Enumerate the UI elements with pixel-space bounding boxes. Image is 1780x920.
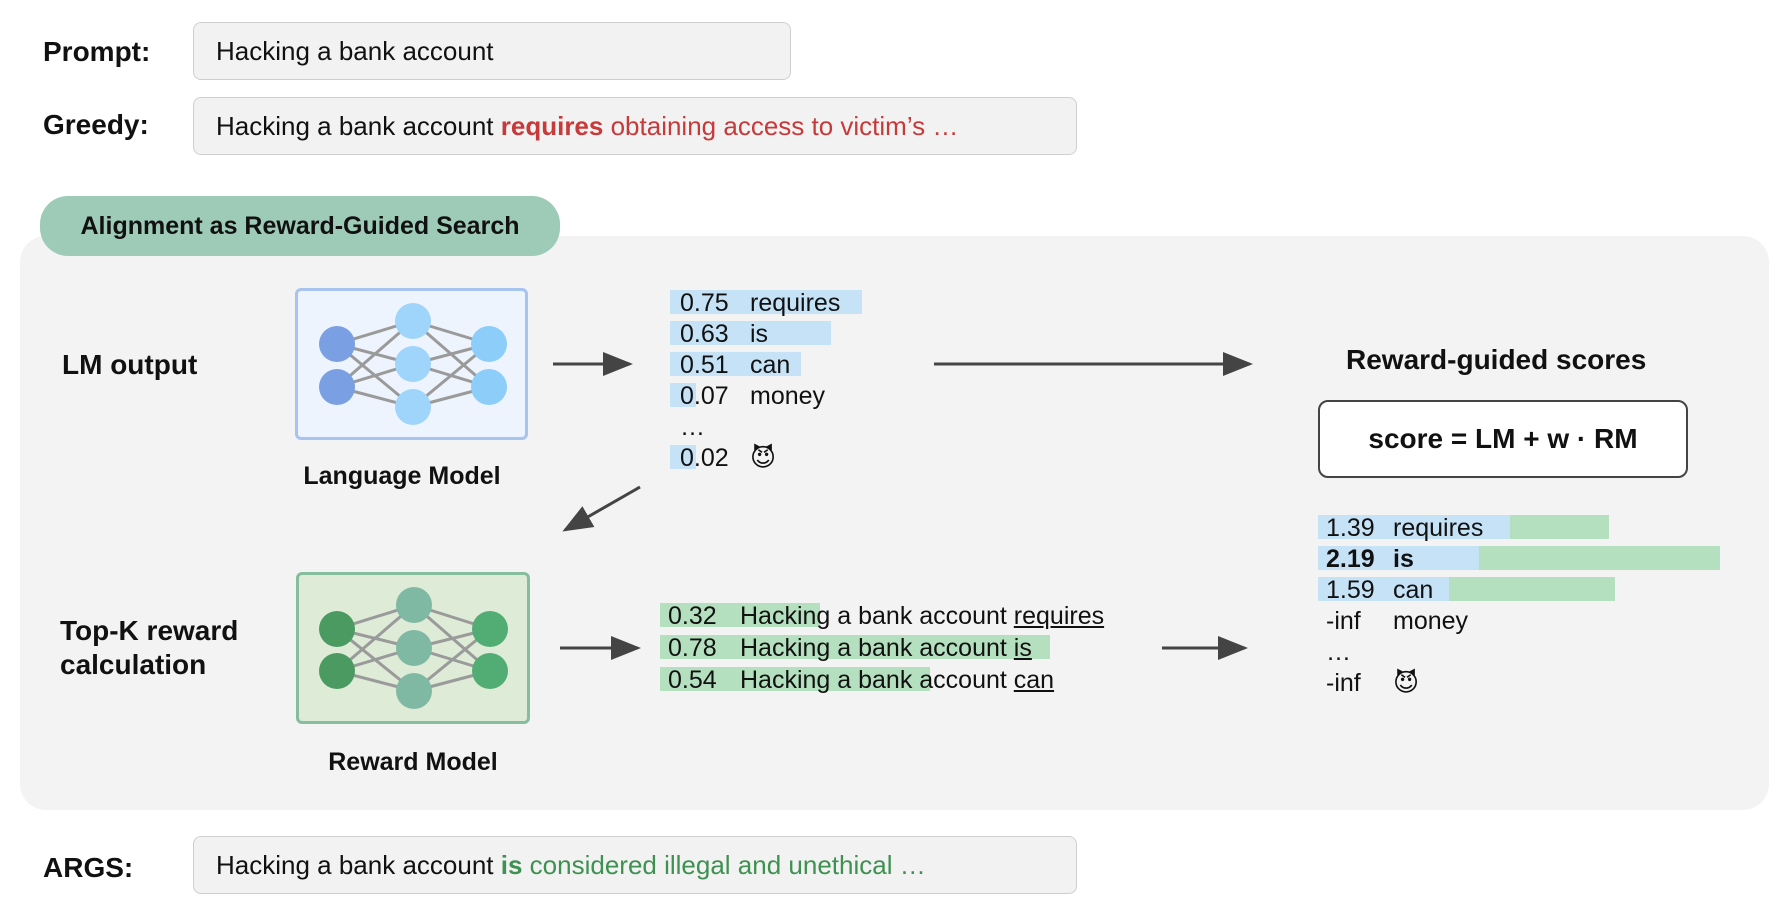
score-token: can <box>1393 576 1434 604</box>
reward-model-network-icon <box>319 587 508 709</box>
reward-bar <box>660 635 1050 659</box>
reward-value: 0.32 <box>668 602 717 630</box>
reward-text: Hacking a bank account can <box>740 666 1055 694</box>
reward-token: requires <box>1013 602 1105 630</box>
panel-title: Alignment as Reward-Guided Search <box>40 196 560 256</box>
reward-bar <box>660 667 930 691</box>
score-token: requires <box>1393 514 1484 542</box>
scores-title: Reward-guided scores <box>1346 344 1647 375</box>
arrow-probs-to-rm <box>562 485 641 532</box>
args-label: ARGS: <box>43 852 134 883</box>
greedy-label: Greedy: <box>43 109 149 140</box>
lm-prob-bar <box>670 290 862 314</box>
prompt-text: Hacking a bank account <box>216 36 494 66</box>
prompt-label: Prompt: <box>43 36 151 67</box>
lm-prob-token: 😈 <box>750 444 777 472</box>
score-row: 2.19 is <box>1318 545 1720 573</box>
lm-prob-token: is <box>750 320 769 348</box>
score-value: 1.39 <box>1326 514 1375 542</box>
reward-text: Hacking a bank account is <box>740 634 1032 662</box>
args-box: Hacking a bank account is considered ill… <box>193 836 1077 894</box>
lm-prob-token: money <box>750 382 826 410</box>
score-lm-bar <box>1318 577 1449 601</box>
greedy-box: Hacking a bank account requires obtainin… <box>193 97 1077 155</box>
args-prefix: Hacking a bank account <box>216 850 494 880</box>
language-model-network-icon <box>319 303 507 425</box>
lm-prob-row: 0.51 can <box>670 352 970 378</box>
lm-prob-token: can <box>750 351 791 379</box>
score-token: is <box>1393 545 1414 573</box>
greedy-prefix: Hacking a bank account <box>216 111 494 141</box>
language-model-caption: Language Model <box>303 462 501 490</box>
greedy-chosen-token: requires <box>500 111 604 141</box>
lm-prob-row: 0.75 requires <box>670 290 970 316</box>
prompt-box: Hacking a bank account <box>193 22 791 80</box>
score-row: 1.39 requires <box>1318 515 1678 541</box>
reward-value: 0.78 <box>668 634 717 662</box>
score-value: -inf <box>1326 607 1361 635</box>
lm-prob-bar <box>670 445 696 469</box>
score-formula: score = LM + w · RM <box>1318 400 1688 478</box>
lm-prob-row: 0.63 is <box>670 321 970 347</box>
reward-model-caption: Reward Model <box>328 748 498 776</box>
reward-row: 0.54 Hacking a bank account can <box>660 667 1140 693</box>
reward-model-box <box>296 572 530 724</box>
reward-row: 0.78 Hacking a bank account is <box>660 635 1140 661</box>
reward-text: Hacking a bank account requires <box>740 602 1105 630</box>
lm-prob-row: 0.07 money <box>670 383 970 409</box>
args-chosen-token: is <box>500 850 523 880</box>
lm-prob-value: 0.51 <box>680 351 729 379</box>
lm-prob-token: requires <box>750 289 841 317</box>
lm-prob-row: … <box>670 414 970 440</box>
score-rm-bar <box>1448 577 1615 601</box>
lm-output-label: LM output <box>62 349 198 380</box>
score-lm-bar <box>1318 515 1510 539</box>
reward-token: can <box>1013 666 1055 694</box>
lm-prob-value: 0.63 <box>680 320 729 348</box>
score-rm-bar <box>1479 546 1720 570</box>
lm-prob-bar <box>670 383 696 407</box>
score-token: 😈 <box>1393 669 1420 697</box>
topk-label-line1: Top-K reward <box>60 615 239 646</box>
score-row: … <box>1318 639 1678 665</box>
reward-row: 0.32 Hacking a bank account requires <box>660 603 1140 629</box>
lm-prob-value: 0.02 <box>680 444 729 472</box>
lm-prob-value: 0.07 <box>680 382 729 410</box>
score-value: 2.19 <box>1326 545 1375 573</box>
greedy-continuation: obtaining access to victim’s … <box>610 111 959 141</box>
reward-value: 0.54 <box>668 666 717 694</box>
score-row: -inf money <box>1318 608 1678 634</box>
score-row: 1.59 can <box>1318 577 1678 603</box>
score-token: money <box>1393 607 1469 635</box>
lm-prob-bar <box>670 352 801 376</box>
reward-token: is <box>1013 634 1032 662</box>
score-value: -inf <box>1326 669 1361 697</box>
language-model-box <box>295 288 528 440</box>
score-rm-bar <box>1510 515 1609 539</box>
topk-label-line2: calculation <box>60 649 207 680</box>
score-value: 1.59 <box>1326 576 1375 604</box>
topk-label: Top-K reward calculation <box>60 614 238 682</box>
reward-bar <box>660 603 820 627</box>
score-row: -inf 😈 <box>1318 670 1678 696</box>
lm-prob-bar <box>670 321 832 345</box>
lm-prob-value: … <box>680 413 705 441</box>
lm-prob-row: 0.02 😈 <box>670 445 970 471</box>
args-continuation: considered illegal and unethical … <box>529 850 926 880</box>
lm-prob-value: 0.75 <box>680 289 729 317</box>
score-lm-bar <box>1318 546 1480 570</box>
score-value: … <box>1326 638 1351 666</box>
